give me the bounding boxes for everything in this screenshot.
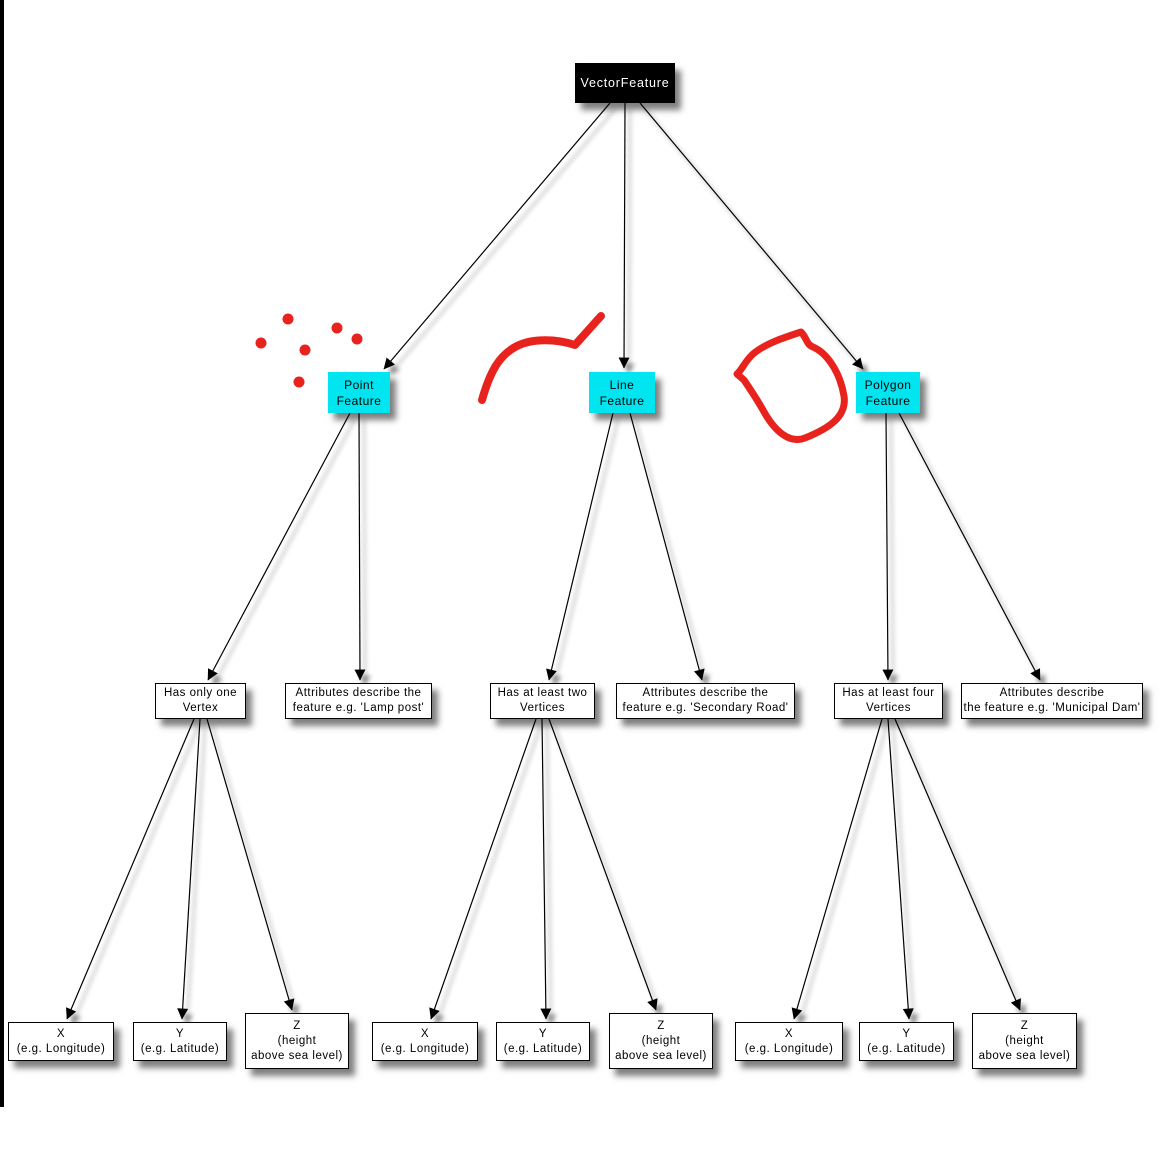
node-point-feature: Point Feature	[328, 372, 390, 413]
node-label: above sea level)	[615, 1049, 707, 1062]
node-label: Vertices	[520, 702, 565, 714]
node-label: Feature	[336, 393, 382, 408]
node-label: Has only one	[163, 687, 238, 699]
node-polygon-attributes: Attributes describe the feature e.g. 'Mu…	[961, 683, 1143, 719]
edge-line-vertex-to-x	[429, 718, 537, 1020]
edge-line-vertex-to-z	[548, 718, 658, 1011]
edge-root-to-line	[618, 102, 630, 369]
node-label: Has at least four	[842, 687, 935, 699]
node-label: Line	[609, 377, 635, 392]
node-label: (e.g. Latitude)	[503, 1042, 583, 1055]
node-point-y: Y (e.g. Latitude)	[133, 1022, 227, 1061]
node-label: Z	[657, 1019, 665, 1032]
red-dot-icon	[299, 344, 311, 356]
node-point-z: Z (height above sea level)	[245, 1013, 349, 1069]
edge-point-to-vertex	[207, 412, 351, 681]
polygon-sketch-icon	[733, 328, 848, 443]
node-label: X	[420, 1027, 430, 1040]
line-sketch-icon	[478, 312, 605, 404]
node-label: X	[784, 1027, 794, 1040]
node-label: (e.g. Latitude)	[867, 1042, 946, 1055]
edge-line-to-attributes	[629, 412, 705, 681]
node-label: feature e.g. 'Lamp post'	[292, 702, 425, 714]
node-label: (e.g. Latitude)	[140, 1042, 220, 1055]
edge-line-vertex-to-y	[540, 718, 552, 1020]
edge-polygon-to-attributes	[898, 412, 1041, 681]
node-label: (height	[641, 1034, 681, 1047]
node-label: Y	[175, 1027, 185, 1040]
node-line-z: Z (height above sea level)	[609, 1013, 713, 1069]
node-label: Feature	[865, 393, 911, 408]
node-label: VectorFeature	[580, 76, 670, 90]
red-dot-icon	[331, 322, 343, 334]
node-polygon-y: Y (e.g. Latitude)	[859, 1022, 954, 1061]
node-label: Z	[1020, 1019, 1029, 1032]
point-dots-sketch	[255, 313, 363, 388]
node-line-y: Y (e.g. Latitude)	[496, 1022, 590, 1061]
node-line-x: X (e.g. Longitude)	[372, 1022, 478, 1061]
red-dot-icon	[282, 313, 294, 325]
node-polygon-x: X (e.g. Longitude)	[735, 1022, 843, 1061]
node-polygon-feature: Polygon Feature	[856, 372, 920, 413]
node-label: feature e.g. 'Secondary Road'	[622, 702, 789, 714]
red-dot-icon	[255, 337, 267, 349]
node-label: Y	[538, 1027, 548, 1040]
node-label: above sea level)	[251, 1049, 343, 1062]
node-label: Point	[344, 377, 374, 392]
left-edge-bar	[0, 0, 4, 1107]
node-label: (height	[1005, 1034, 1044, 1047]
node-label: Z	[293, 1019, 301, 1032]
edge-root-to-point	[383, 102, 611, 370]
node-polygon-vertex: Has at least four Vertices	[834, 683, 943, 719]
node-label: the feature e.g. 'Municipal Dam'	[963, 702, 1141, 714]
edge-point-vertex-to-z	[206, 718, 295, 1011]
node-point-attributes: Attributes describe the feature e.g. 'La…	[285, 683, 432, 719]
node-label: Vertex	[182, 702, 219, 714]
red-dot-icon	[351, 333, 363, 345]
node-label: Attributes describe the	[642, 687, 769, 699]
node-label: (height	[277, 1034, 317, 1047]
node-point-vertex: Has only one Vertex	[155, 683, 246, 719]
node-label: X	[56, 1027, 66, 1040]
node-line-vertex: Has at least two Vertices	[490, 683, 595, 719]
node-label: Y	[902, 1027, 911, 1040]
node-label: Attributes describe	[999, 687, 1105, 699]
node-label: Has at least two	[497, 687, 588, 699]
node-label: Polygon	[864, 377, 912, 392]
node-label: Feature	[599, 393, 645, 408]
edge-polygon-vertex-to-x	[791, 718, 883, 1020]
node-line-attributes: Attributes describe the feature e.g. 'Se…	[616, 683, 795, 719]
edge-root-to-polygon	[639, 102, 864, 370]
node-polygon-z: Z (height above sea level)	[972, 1013, 1077, 1069]
edge-point-to-attributes	[354, 412, 366, 681]
edge-polygon-vertex-to-z	[894, 718, 1021, 1011]
edge-polygon-vertex-to-y	[887, 718, 914, 1020]
node-label: (e.g. Longitude)	[16, 1042, 106, 1055]
node-label: (e.g. Longitude)	[380, 1042, 470, 1055]
node-vector-feature: VectorFeature	[575, 63, 675, 103]
node-label: Vertices	[866, 702, 911, 714]
node-label: above sea level)	[978, 1049, 1071, 1062]
node-line-feature: Line Feature	[589, 372, 655, 413]
edge-point-vertex-to-y	[177, 718, 201, 1020]
edges	[66, 102, 1041, 1020]
node-label: (e.g. Longitude)	[744, 1042, 834, 1055]
red-dot-icon	[293, 376, 305, 388]
edge-line-to-vertex	[546, 412, 614, 681]
node-point-x: X (e.g. Longitude)	[8, 1022, 114, 1061]
edge-point-vertex-to-x	[66, 718, 195, 1020]
edge-polygon-to-vertex	[882, 412, 894, 681]
node-label: Attributes describe the	[295, 687, 422, 699]
